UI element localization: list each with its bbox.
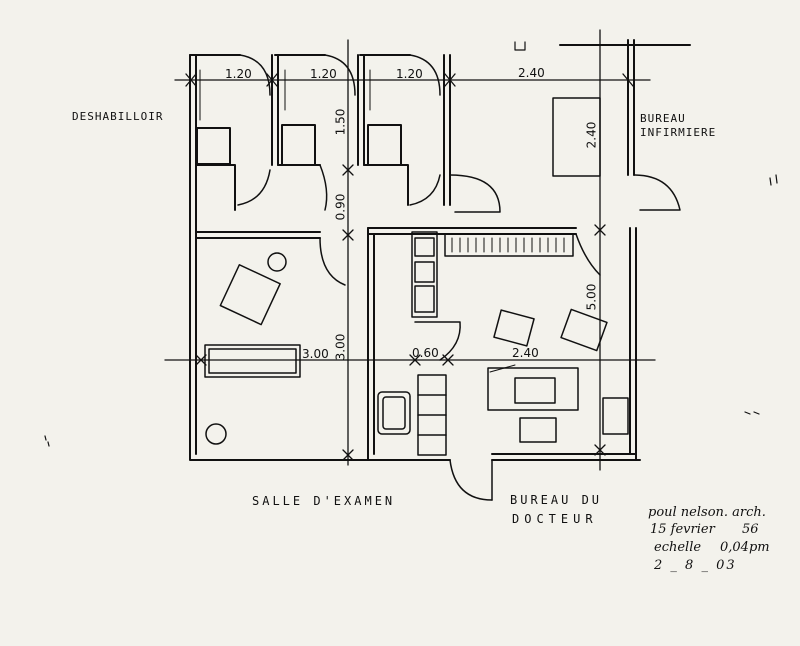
room-label-deshabilloir: DESHABILLOIR: [72, 110, 164, 123]
room-label-bureau-docteur-2: DOCTEUR: [512, 512, 598, 526]
dimension-label: 0.90: [333, 193, 348, 221]
exam-room-furniture: [204, 252, 301, 445]
dimension-label: 1.20: [396, 67, 423, 81]
dimension-label: 5.00: [584, 283, 599, 311]
date-year: 56: [742, 522, 759, 537]
room-label-salle-examen: SALLE D'EXAMEN: [252, 494, 396, 508]
dimension-label: 1.20: [310, 67, 337, 81]
dimension-label: 2.40: [584, 121, 599, 149]
dimension-label: 2.40: [518, 66, 545, 80]
office-furniture: [487, 97, 629, 443]
date-line: 15 fevrier: [650, 522, 715, 537]
dimension-label: 2.40: [512, 346, 539, 360]
exterior-walls: [189, 39, 691, 461]
internal-walls: [195, 174, 681, 501]
scale-value: 0,04pm: [720, 540, 770, 555]
room-label-bureau-infirmiere-1: BUREAU: [640, 112, 686, 125]
dimension-label: 0.60: [412, 346, 439, 360]
misc-marks: [44, 41, 778, 447]
scale-label: echelle: [654, 540, 702, 555]
archive-number: 2 _ 8 _ 03: [654, 558, 737, 573]
room-label-bureau-infirmiere-2: INFIRMIERE: [640, 126, 717, 139]
dimension-lines: [164, 29, 656, 471]
dimension-label: 1.20: [225, 67, 252, 81]
room-label-bureau-docteur-1: BUREAU DU: [510, 493, 603, 507]
cabinetry: [377, 231, 574, 456]
dimension-label: 3.00: [302, 347, 329, 361]
architect-signature: poul nelson. arch.: [648, 505, 766, 520]
dimension-label: 1.50: [333, 108, 348, 136]
dimension-label: 3.00: [333, 333, 348, 361]
